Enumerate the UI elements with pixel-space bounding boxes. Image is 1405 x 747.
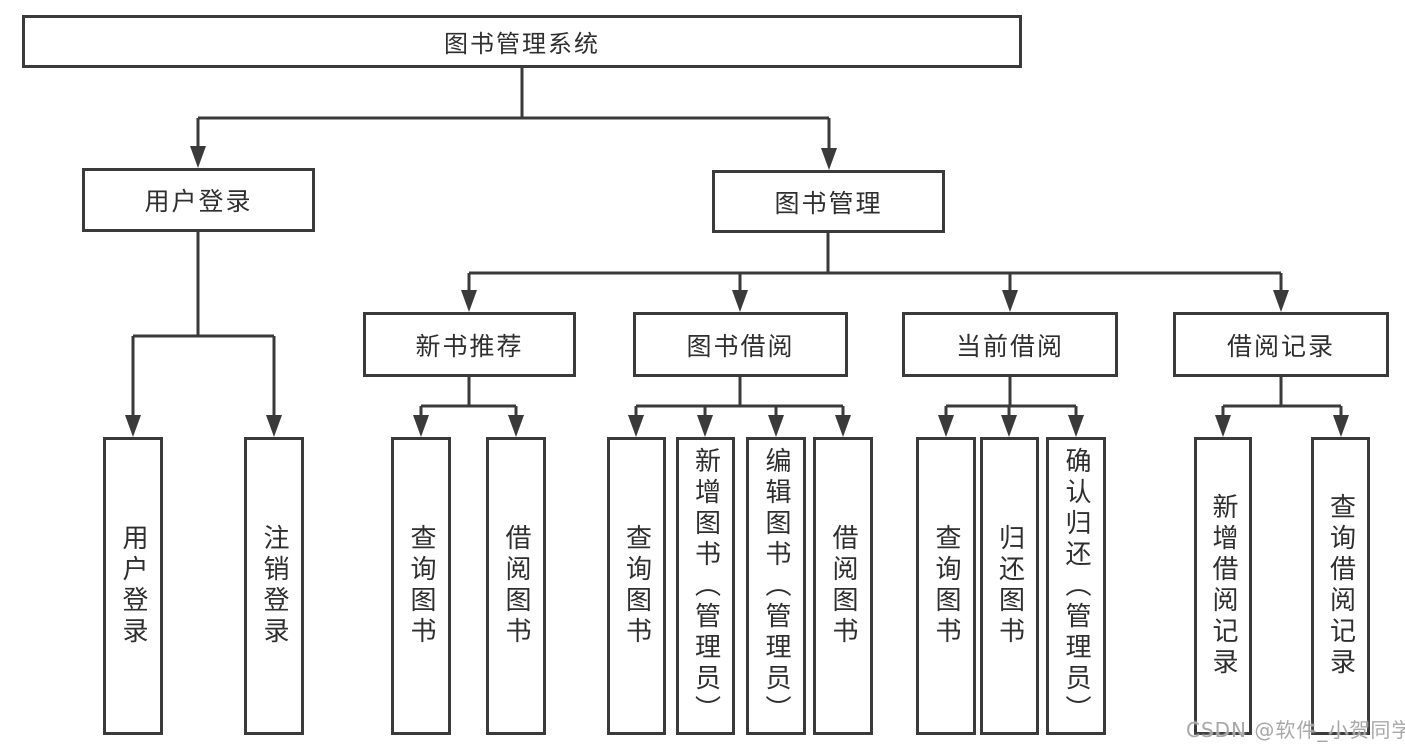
csdn-watermark: CSDN @软件_小贺同学 <box>1186 718 1405 742</box>
node-root: 图书管理系统 <box>22 15 1022 68</box>
node-user-login: 用户登录 <box>82 168 315 232</box>
node-new-book-recommend-label: 新书推荐 <box>415 331 524 361</box>
node-book-borrow: 图书借阅 <box>633 312 848 377</box>
leaf-borrow-books: 借阅图书 <box>813 437 873 735</box>
node-current-borrow: 当前借阅 <box>902 312 1118 377</box>
node-book-management: 图书管理 <box>712 170 945 233</box>
leaf-confirm-return-admin-label: 确认归还（管理员） <box>1061 446 1091 726</box>
leaf-query-borrow-record: 查询借阅记录 <box>1311 437 1370 735</box>
node-new-book-recommend: 新书推荐 <box>363 312 576 377</box>
node-borrow-records-label: 借阅记录 <box>1226 331 1335 361</box>
node-user-login-label: 用户登录 <box>144 187 253 216</box>
node-book-management-label: 图书管理 <box>774 188 883 218</box>
leaf-return-book: 归还图书 <box>980 437 1039 735</box>
leaf-user-login-label: 用户登录 <box>118 524 148 648</box>
leaf-user-login: 用户登录 <box>103 437 163 735</box>
leaf-add-borrow-record: 新增借阅记录 <box>1194 437 1252 735</box>
leaf-borrow-books-label: 借阅图书 <box>828 524 858 648</box>
leaf-return-book-label: 归还图书 <box>994 524 1025 648</box>
node-root-label: 图书管理系统 <box>444 30 600 58</box>
leaf-logout-label: 注销登录 <box>259 524 289 648</box>
leaf-add-book-admin: 新增图书（管理员） <box>676 437 735 735</box>
leaf-query-borrow-record-label: 查询借阅记录 <box>1325 493 1356 679</box>
leaf-edit-book-admin: 编辑图书（管理员） <box>746 437 806 735</box>
leaf-query-books-recommend-label: 查询图书 <box>406 524 436 648</box>
leaf-query-books-current: 查询图书 <box>916 437 976 735</box>
leaf-add-borrow-record-label: 新增借阅记录 <box>1208 493 1238 679</box>
leaf-query-books-borrow-label: 查询图书 <box>621 524 652 648</box>
leaf-borrow-books-recommend-label: 借阅图书 <box>501 524 531 648</box>
node-book-borrow-label: 图书借阅 <box>686 331 795 361</box>
leaf-borrow-books-recommend: 借阅图书 <box>486 437 546 735</box>
node-borrow-records: 借阅记录 <box>1173 312 1389 377</box>
leaf-confirm-return-admin: 确认归还（管理员） <box>1046 437 1106 735</box>
leaf-query-books-current-label: 查询图书 <box>931 524 961 648</box>
leaf-query-books-recommend: 查询图书 <box>391 437 451 735</box>
leaf-logout: 注销登录 <box>244 437 304 735</box>
node-current-borrow-label: 当前借阅 <box>955 331 1064 361</box>
leaf-edit-book-admin-label: 编辑图书（管理员） <box>761 446 791 726</box>
leaf-query-books-borrow: 查询图书 <box>607 437 666 735</box>
leaf-add-book-admin-label: 新增图书（管理员） <box>690 446 721 726</box>
